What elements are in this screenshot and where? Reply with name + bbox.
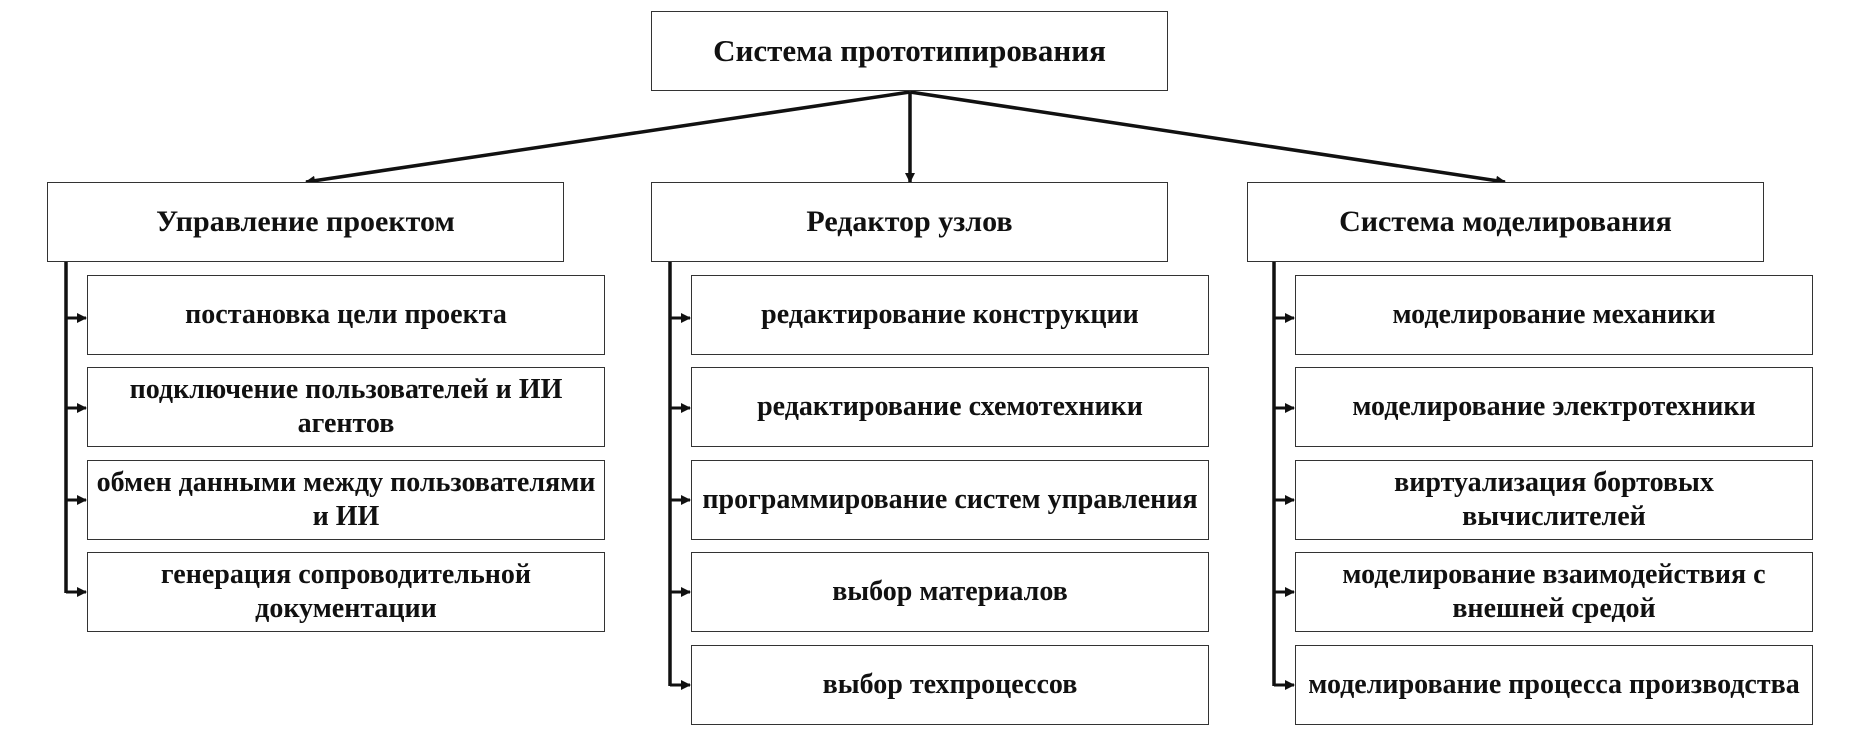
- editor-item-2-label: редактирование схемотехники: [757, 390, 1143, 422]
- root-node: Система прототипирования: [651, 11, 1168, 91]
- category-modeling-system: Система моделирования: [1247, 182, 1764, 262]
- modeling-item-5-label: моделирование процесса производства: [1308, 668, 1800, 700]
- project-item-3-label: обмен данными между пользователями и ИИ: [96, 466, 596, 532]
- modeling-item-1-label: моделирование механики: [1392, 298, 1716, 330]
- modeling-item-3: виртуализация бортовых вычислителей: [1295, 460, 1813, 540]
- modeling-item-4-label: моделирование взаимодействия с внешней с…: [1342, 558, 1766, 624]
- category-project-management-label: Управление проектом: [156, 204, 455, 238]
- editor-item-4-label: выбор материалов: [832, 575, 1068, 607]
- project-item-2-label: подключение пользователей и ИИ агентов: [129, 373, 563, 439]
- editor-item-4: выбор материалов: [691, 552, 1209, 632]
- category-node-editor: Редактор узлов: [651, 182, 1168, 262]
- editor-item-3-label: программирование систем управления: [702, 483, 1198, 515]
- modeling-item-1: моделирование механики: [1295, 275, 1813, 355]
- editor-item-5-label: выбор техпроцессов: [822, 668, 1078, 700]
- modeling-item-4: моделирование взаимодействия с внешней с…: [1295, 552, 1813, 632]
- root-to-modeling-arrow: [909, 90, 1506, 186]
- category-project-management: Управление проектом: [47, 182, 564, 262]
- project-item-1-label: постановка цели проекта: [185, 298, 507, 330]
- project-item-2: подключение пользователей и ИИ агентов: [87, 367, 605, 447]
- modeling-item-2: моделирование электротехники: [1295, 367, 1813, 447]
- modeling-item-3-label: виртуализация бортовых вычислителей: [1394, 466, 1714, 532]
- project-item-4-label: генерация сопроводительной документации: [160, 558, 532, 624]
- category-modeling-system-label: Система моделирования: [1339, 204, 1672, 238]
- project-item-3: обмен данными между пользователями и ИИ: [87, 460, 605, 540]
- editor-item-3: программирование систем управления: [691, 460, 1209, 540]
- modeling-item-5: моделирование процесса производства: [1295, 645, 1813, 725]
- root-node-label: Система прототипирования: [713, 33, 1106, 69]
- editor-item-2: редактирование схемотехники: [691, 367, 1209, 447]
- editor-item-1-label: редактирование конструкции: [761, 298, 1139, 330]
- root-to-project-arrow: [305, 90, 911, 186]
- project-item-1: постановка цели проекта: [87, 275, 605, 355]
- project-item-4: генерация сопроводительной документации: [87, 552, 605, 632]
- category-node-editor-label: Редактор узлов: [806, 204, 1013, 238]
- editor-item-1: редактирование конструкции: [691, 275, 1209, 355]
- modeling-item-2-label: моделирование электротехники: [1352, 390, 1756, 422]
- editor-item-5: выбор техпроцессов: [691, 645, 1209, 725]
